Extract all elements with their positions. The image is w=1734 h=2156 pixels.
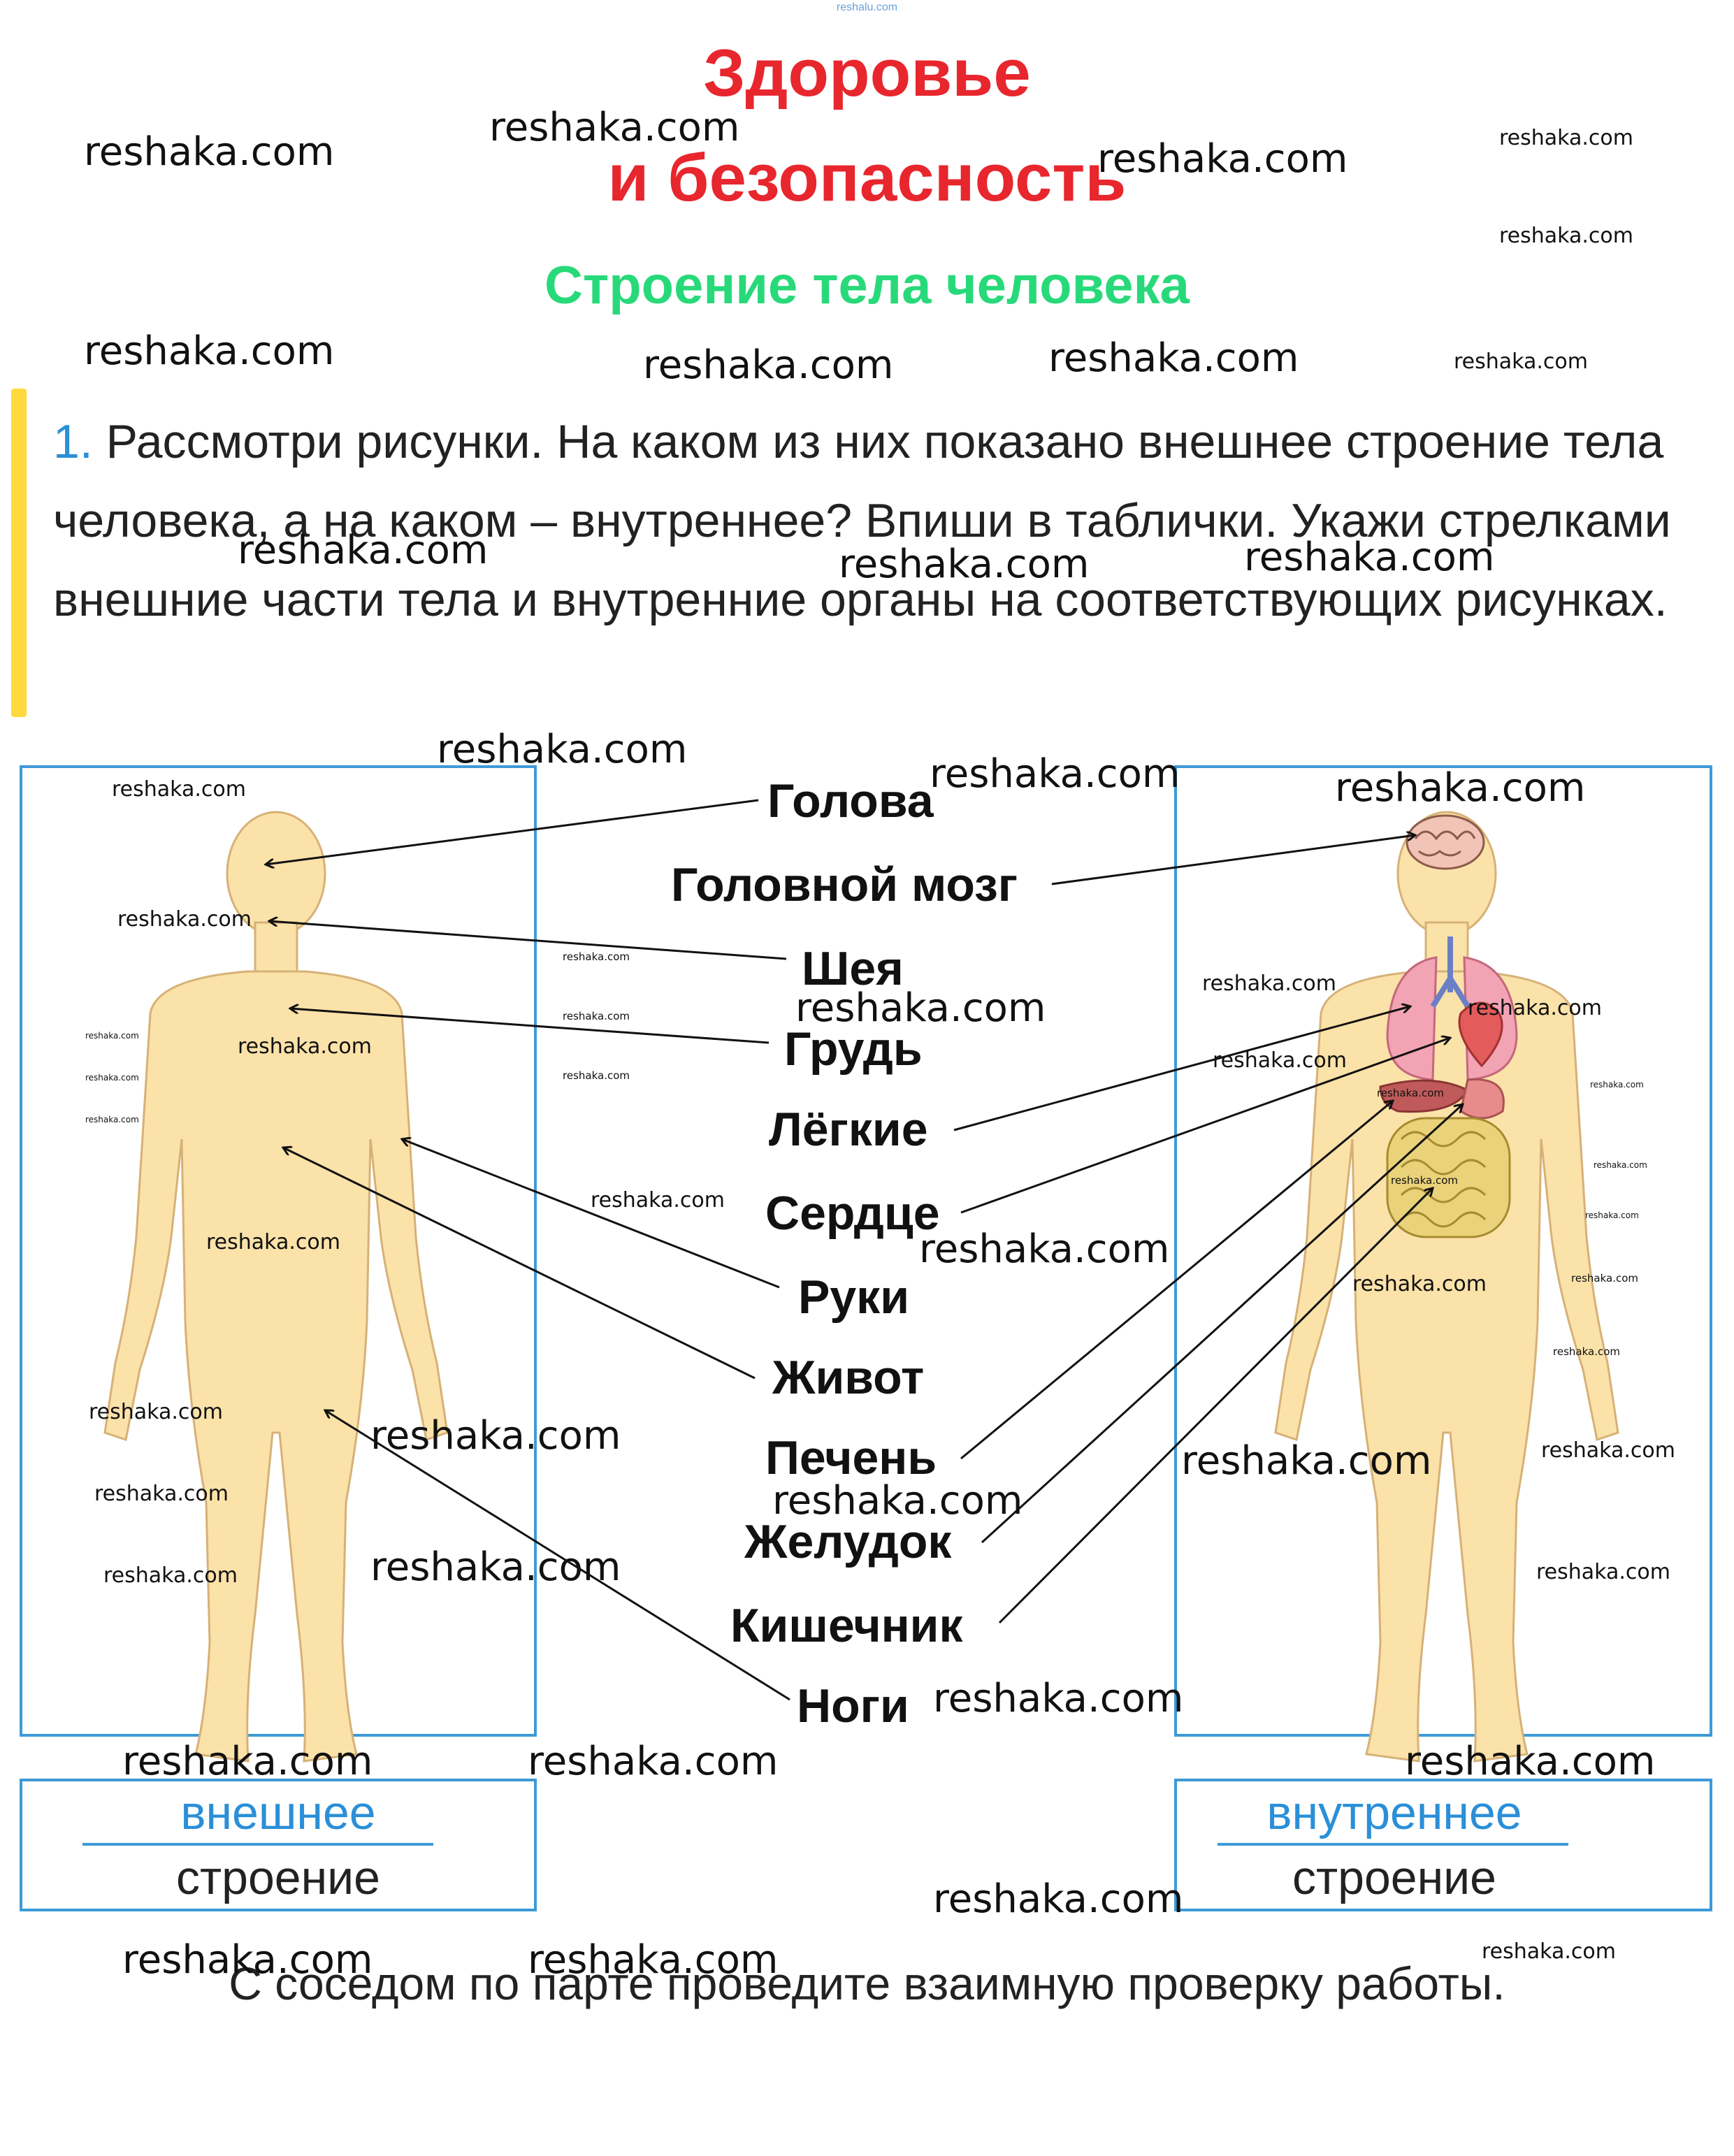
answer-left-caption: строение bbox=[176, 1851, 380, 1904]
brain-icon bbox=[1406, 814, 1485, 870]
label-belly: Живот bbox=[772, 1351, 925, 1404]
watermark: reshaka.com bbox=[238, 528, 489, 573]
watermark: reshaka.com bbox=[930, 751, 1180, 797]
watermark: reshaka.com bbox=[1377, 1087, 1444, 1099]
task-text: 1. Рассмотри рисунки. На каком из них по… bbox=[53, 403, 1682, 639]
watermark: reshaka.com bbox=[591, 1188, 725, 1213]
watermark: reshaka.com bbox=[206, 1230, 340, 1254]
section-subtitle: Строение тела человека bbox=[544, 256, 1190, 315]
watermark: reshaka.com bbox=[1468, 996, 1602, 1020]
watermark: reshaka.com bbox=[1594, 1160, 1647, 1170]
page-title-line1: Здоровье bbox=[703, 36, 1031, 110]
watermark: reshaka.com bbox=[122, 1739, 373, 1784]
watermark: reshaka.com bbox=[933, 1676, 1184, 1721]
watermark: reshaka.com bbox=[489, 105, 740, 150]
watermark: reshaka.com bbox=[370, 1413, 621, 1459]
label-lungs: Лёгкие bbox=[769, 1103, 928, 1156]
watermark: reshaka.com bbox=[1213, 1048, 1347, 1073]
watermark: reshaka.com bbox=[1181, 1438, 1432, 1484]
watermark: reshaka.com bbox=[1499, 126, 1633, 150]
watermark: reshaka.com bbox=[84, 129, 335, 175]
watermark: reshaka.com bbox=[795, 985, 1046, 1031]
external-body-figure bbox=[103, 811, 449, 1763]
watermark: reshaka.com bbox=[1541, 1438, 1675, 1463]
label-brain: Головной мозг bbox=[671, 858, 1018, 911]
external-body-frame bbox=[20, 765, 537, 1737]
watermark: reshaka.com bbox=[370, 1544, 621, 1590]
answer-right-underline bbox=[1218, 1843, 1568, 1846]
answer-box-left bbox=[20, 1779, 537, 1911]
watermark: reshaka.com bbox=[112, 777, 246, 802]
watermark: reshaka.com bbox=[117, 907, 252, 932]
watermark: reshaka.com bbox=[1571, 1272, 1638, 1285]
answer-box-right bbox=[1174, 1779, 1712, 1911]
watermark: reshaka.com bbox=[563, 1010, 630, 1022]
task-marker-bar bbox=[11, 389, 27, 717]
label-neck: Шея bbox=[802, 942, 904, 995]
watermark: reshaka.com bbox=[1352, 1272, 1487, 1296]
answer-right-caption: строение bbox=[1292, 1851, 1496, 1904]
watermark: reshaka.com bbox=[122, 1937, 373, 1983]
watermark: reshaka.com bbox=[1048, 335, 1299, 381]
label-stomach: Желудок bbox=[744, 1515, 952, 1568]
footer-instruction: С соседом по парте проведите взаимную пр… bbox=[229, 1958, 1505, 2009]
answer-left-underline bbox=[82, 1843, 433, 1846]
source-mark: reshalu.com bbox=[836, 1, 898, 13]
watermark: reshaka.com bbox=[89, 1400, 223, 1424]
task-body: Рассмотри рисунки. На каком из них показ… bbox=[53, 415, 1671, 626]
answer-left[interactable]: внешнее bbox=[180, 1786, 376, 1839]
label-legs: Ноги bbox=[797, 1679, 909, 1732]
internal-body-frame bbox=[1174, 765, 1712, 1737]
label-arms: Руки bbox=[798, 1271, 910, 1324]
watermark: reshaka.com bbox=[84, 328, 335, 374]
label-heart: Сердце bbox=[765, 1187, 940, 1240]
watermark: reshaka.com bbox=[1585, 1210, 1639, 1220]
stomach-icon bbox=[1459, 1078, 1505, 1120]
label-liver: Печень bbox=[765, 1431, 937, 1484]
watermark: reshaka.com bbox=[94, 1482, 229, 1506]
watermark: reshaka.com bbox=[528, 1937, 779, 1983]
task-number: 1. bbox=[53, 415, 93, 468]
watermark: reshaka.com bbox=[85, 1115, 139, 1124]
watermark: reshaka.com bbox=[772, 1478, 1023, 1524]
watermark: reshaka.com bbox=[103, 1563, 238, 1588]
label-intestines: Кишечник bbox=[730, 1599, 963, 1652]
label-chest: Грудь bbox=[784, 1022, 923, 1076]
watermark: reshaka.com bbox=[1590, 1080, 1644, 1090]
label-head: Голова bbox=[767, 774, 934, 827]
page-title-line2: и безопасность bbox=[607, 140, 1127, 215]
intestines-icon bbox=[1386, 1117, 1511, 1238]
watermark: reshaka.com bbox=[1482, 1939, 1616, 1964]
watermark: reshaka.com bbox=[1553, 1345, 1620, 1358]
watermark: reshaka.com bbox=[563, 1069, 630, 1082]
watermark: reshaka.com bbox=[919, 1227, 1170, 1272]
watermark: reshaka.com bbox=[85, 1031, 139, 1041]
watermark: reshaka.com bbox=[933, 1876, 1184, 1922]
watermark: reshaka.com bbox=[643, 342, 894, 388]
watermark: reshaka.com bbox=[1454, 349, 1588, 374]
watermark: reshaka.com bbox=[85, 1073, 139, 1083]
answer-right[interactable]: внутреннее bbox=[1266, 1786, 1522, 1839]
watermark: reshaka.com bbox=[563, 950, 630, 963]
watermark: reshaka.com bbox=[1335, 765, 1586, 811]
watermark: reshaka.com bbox=[1405, 1739, 1656, 1784]
watermark: reshaka.com bbox=[528, 1739, 779, 1784]
watermark: reshaka.com bbox=[839, 542, 1090, 587]
watermark: reshaka.com bbox=[1244, 535, 1495, 580]
watermark: reshaka.com bbox=[1097, 136, 1348, 182]
heart-icon bbox=[1458, 1001, 1503, 1068]
watermark: reshaka.com bbox=[1391, 1174, 1458, 1187]
watermark: reshaka.com bbox=[1536, 1560, 1670, 1584]
watermark: reshaka.com bbox=[1499, 224, 1633, 248]
watermark: reshaka.com bbox=[1202, 971, 1336, 996]
internal-arrows bbox=[953, 835, 1463, 1624]
watermark: reshaka.com bbox=[437, 727, 688, 772]
external-arrows bbox=[266, 799, 790, 1701]
watermark: reshaka.com bbox=[238, 1034, 372, 1059]
